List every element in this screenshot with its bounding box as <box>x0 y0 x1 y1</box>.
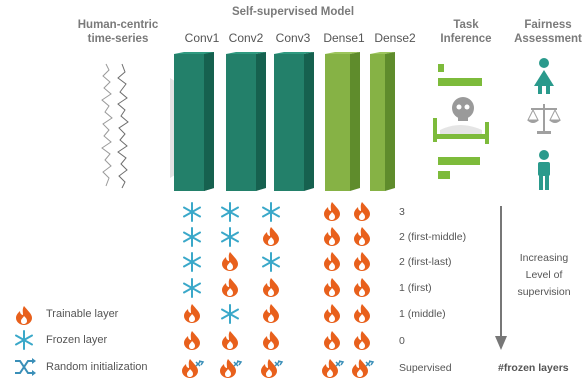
input-header-text: Human-centric time-series <box>77 19 159 45</box>
flame-icon <box>324 304 340 323</box>
task-header-text: Task Inference <box>440 19 492 45</box>
flame-icon <box>324 227 340 246</box>
flame-icon <box>324 252 340 271</box>
flame-icon <box>324 331 340 350</box>
column-label-conv3: Conv3 <box>275 31 311 45</box>
snowflake-icon <box>183 227 201 247</box>
snowflake-icon <box>221 304 239 324</box>
shuffle-icon <box>15 358 36 376</box>
frozen-layers-label: #frozen layers <box>498 362 569 374</box>
flame-shuffle-icon <box>322 359 345 378</box>
flame-icon <box>324 202 340 221</box>
flame-icon <box>324 278 340 297</box>
flame-icon <box>16 306 32 325</box>
column-label-dense2: Dense2 <box>374 31 416 45</box>
task-inference-illustration <box>433 64 489 179</box>
flame-shuffle-icon <box>182 359 205 378</box>
fairness-header-text: Fairness Assessment <box>514 19 582 45</box>
row-label-3: 3 <box>399 206 405 218</box>
balance-scale-icon <box>527 104 561 134</box>
row-label-0: 0 <box>399 335 405 347</box>
task-header: Task Inference <box>430 18 502 46</box>
snowflake-icon <box>183 252 201 272</box>
flame-icon <box>354 252 370 271</box>
conv2-layer <box>226 52 266 191</box>
flame-icon <box>354 331 370 350</box>
model-header: Self-supervised Model <box>231 6 355 18</box>
flame-icon <box>222 331 238 350</box>
snowflake-icon <box>15 330 33 350</box>
flame-icon <box>222 278 238 297</box>
snowflake-icon <box>262 202 280 222</box>
snowflake-icon <box>183 202 201 222</box>
female-person-icon <box>534 58 554 94</box>
flame-icon <box>354 278 370 297</box>
conv1-layer <box>174 52 214 191</box>
dense2-layer <box>370 52 395 191</box>
hospital-bed-skull-icon <box>433 97 489 144</box>
snowflake-icon <box>221 227 239 247</box>
flame-icon <box>184 304 200 323</box>
flame-icon <box>263 227 279 246</box>
male-person-icon <box>538 150 550 190</box>
row-label-supervised: Supervised <box>399 362 452 374</box>
prediction-bars-top-icon <box>438 64 482 86</box>
flame-icon <box>263 331 279 350</box>
legend-frozen-label: Frozen layer <box>46 334 108 346</box>
prediction-bars-bottom-icon <box>438 157 480 179</box>
flame-icon <box>354 227 370 246</box>
row-label-1-middle: 1 (middle) <box>399 308 446 320</box>
conv3-layer <box>274 52 314 191</box>
legend-trainable-label: Trainable layer <box>46 308 119 320</box>
time-series-signal-icon <box>101 63 129 189</box>
flame-shuffle-icon <box>261 359 284 378</box>
flame-icon <box>263 304 279 323</box>
flame-icon <box>184 331 200 350</box>
flame-shuffle-icon <box>220 359 243 378</box>
row-label-2-first-last: 2 (first-last) <box>399 256 452 268</box>
legend-random-label: Random initialization <box>46 361 148 373</box>
row-label-2-first-middle: 2 (first-middle) <box>399 231 467 243</box>
flame-icon <box>354 202 370 221</box>
flame-icon <box>263 278 279 297</box>
flame-icon <box>222 252 238 271</box>
column-label-conv1: Conv1 <box>184 31 220 45</box>
fairness-header: Fairness Assessment <box>506 18 587 46</box>
supervision-arrow-icon <box>495 206 507 350</box>
model-layers <box>174 52 395 191</box>
fairness-illustration <box>527 58 561 190</box>
supervision-arrow-label: Increasing Level of supervision <box>517 252 571 298</box>
column-label-conv2: Conv2 <box>228 31 264 45</box>
snowflake-icon <box>183 278 201 298</box>
input-header: Human-centric time-series <box>62 18 174 46</box>
dense1-layer <box>325 52 360 191</box>
flame-shuffle-icon <box>352 359 375 378</box>
column-label-dense1: Dense1 <box>323 31 365 45</box>
flame-icon <box>354 304 370 323</box>
row-label-1-first: 1 (first) <box>399 282 432 294</box>
snowflake-icon <box>262 252 280 272</box>
snowflake-icon <box>221 202 239 222</box>
